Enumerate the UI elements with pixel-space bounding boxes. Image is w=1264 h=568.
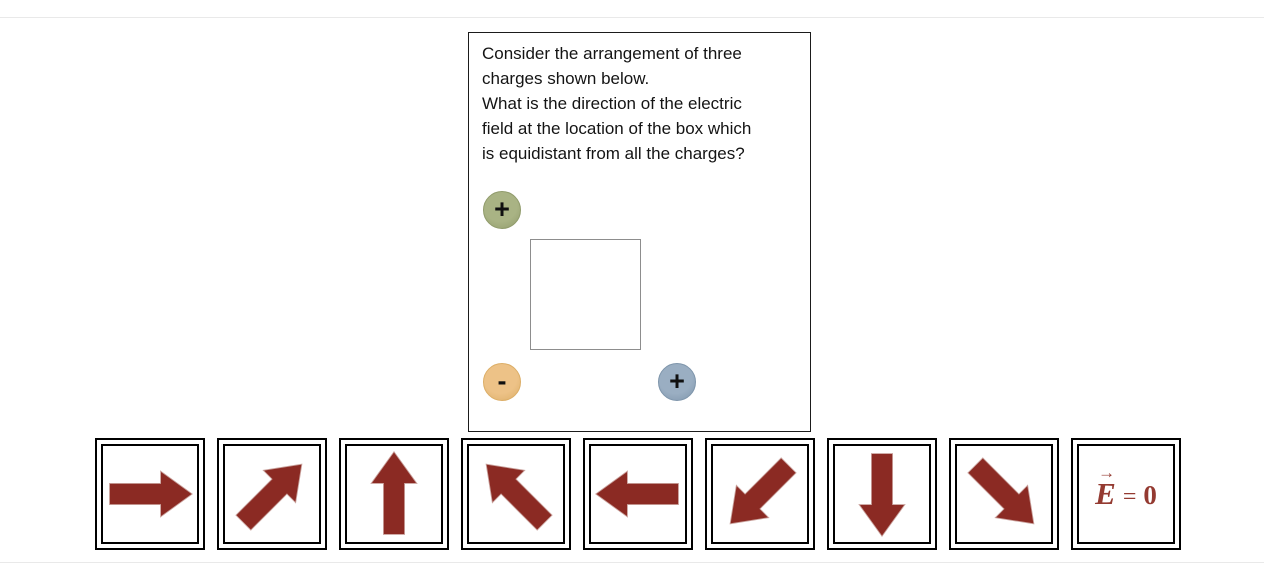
question-line: field at the location of the box which [482, 119, 752, 138]
answer-arrow-down[interactable] [827, 438, 937, 550]
charge-sign: - [497, 365, 507, 396]
negative-charge-bottom-left: - [483, 363, 521, 401]
positive-charge-bottom-right: + [658, 363, 696, 401]
answer-options-row: →E = 0 [95, 438, 1181, 550]
answer-e-field-zero[interactable]: →E = 0 [1071, 438, 1181, 550]
question-text: Consider the arrangement of three charge… [482, 41, 802, 166]
field-point-box [530, 239, 641, 350]
up-left-arrow-icon [485, 463, 553, 531]
e-equals-zero-equation: →E = 0 [1095, 462, 1157, 511]
down-left-arrow-icon [729, 457, 797, 525]
up-right-arrow-icon [235, 463, 303, 531]
up-arrow-icon [370, 451, 418, 535]
question-card: Consider the arrangement of three charge… [468, 32, 811, 432]
down-arrow-icon [858, 453, 906, 537]
slide-top-edge [0, 17, 1264, 18]
charge-sign: + [494, 193, 510, 224]
answer-arrow-right[interactable] [95, 438, 205, 550]
left-arrow-icon [595, 470, 679, 518]
slide-bottom-edge [0, 562, 1264, 563]
down-right-arrow-icon [967, 457, 1035, 525]
positive-charge-top-left: + [483, 191, 521, 229]
answer-arrow-down-left[interactable] [705, 438, 815, 550]
answer-arrow-left[interactable] [583, 438, 693, 550]
vector-arrow-icon: → [1098, 462, 1115, 482]
equals-sign: = [1122, 483, 1137, 510]
right-arrow-icon [109, 470, 193, 518]
answer-arrow-down-right[interactable] [949, 438, 1059, 550]
question-line: is equidistant from all the charges? [482, 144, 745, 163]
answer-arrow-up-right[interactable] [217, 438, 327, 550]
e-vector-symbol: →E [1095, 462, 1116, 511]
charge-sign: + [669, 365, 685, 396]
zero-value: 0 [1143, 479, 1157, 510]
answer-arrow-up[interactable] [339, 438, 449, 550]
answer-arrow-up-left[interactable] [461, 438, 571, 550]
question-line: What is the direction of the electric [482, 94, 742, 113]
question-line: charges shown below. [482, 69, 650, 88]
question-line: Consider the arrangement of three [482, 44, 742, 63]
